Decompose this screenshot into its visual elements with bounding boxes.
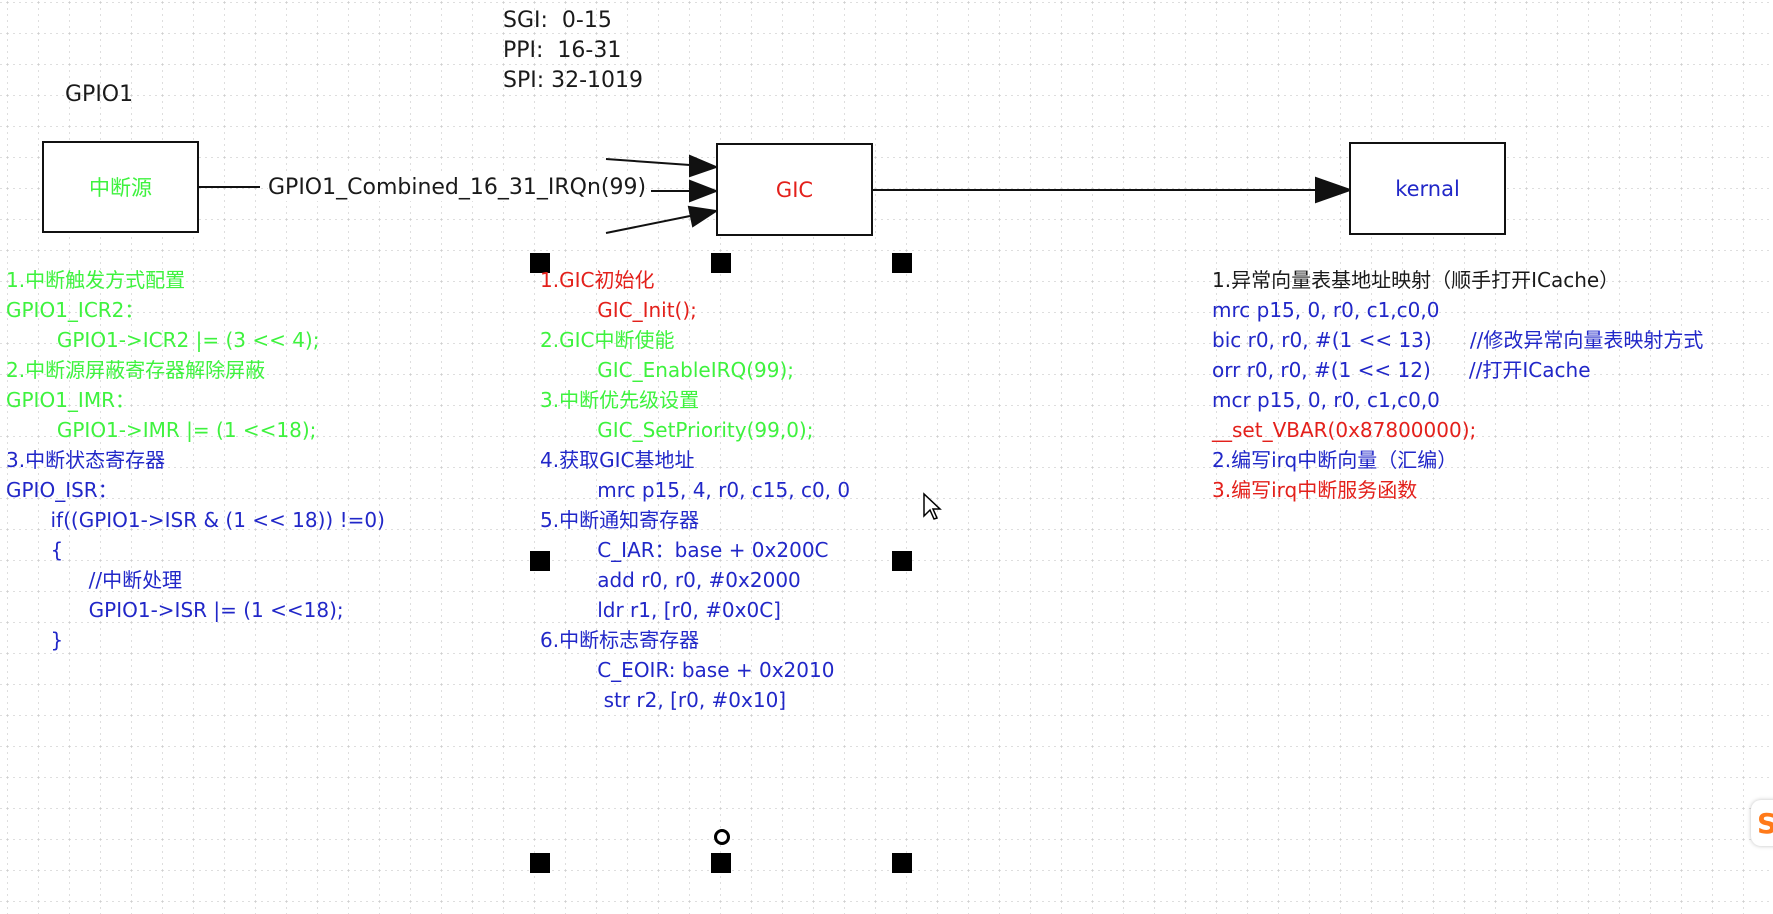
kernel-box[interactable]: kernal bbox=[1349, 142, 1506, 235]
left-notes: 1.中断触发方式配置 GPIO1_ICR2： GPIO1->ICR2 |= (3 … bbox=[6, 265, 385, 655]
interrupt-source-label: 中断源 bbox=[89, 176, 152, 200]
right-note-line: bic r0, r0, #(1 << 13) //修改异常向量表映射方式 bbox=[1212, 328, 1704, 352]
left-note-line: GPIO_ISR： bbox=[6, 478, 118, 502]
selection-handle[interactable] bbox=[892, 551, 912, 571]
middle-note-line: mrc p15, 4, r0, c15, c0, 0 bbox=[540, 478, 851, 502]
middle-note-line: 4.获取GIC基地址 bbox=[540, 448, 695, 472]
irq-range-sgi: SGI: 0-15 bbox=[503, 8, 612, 33]
arrowhead bbox=[1315, 176, 1354, 204]
left-note-line: if((GPIO1->ISR & (1 << 18)) !=0) bbox=[6, 508, 385, 532]
selection-handle[interactable] bbox=[530, 853, 550, 873]
middle-note-line: ldr r1, [r0, #0x0C] bbox=[540, 598, 781, 622]
app-badge-icon: S bbox=[1751, 800, 1773, 846]
irq-line-label: GPIO1_Combined_16_31_IRQn(99) bbox=[268, 175, 647, 201]
kernel-label: kernal bbox=[1395, 176, 1460, 201]
left-note-line: 1.中断触发方式配置 bbox=[6, 268, 186, 292]
arrowhead bbox=[689, 179, 719, 203]
left-note-line: GPIO1_IMR： bbox=[6, 388, 135, 412]
right-note-line: mrc p15, 0, r0, c1,c0,0 bbox=[1212, 298, 1440, 322]
selection-handle[interactable] bbox=[530, 551, 550, 571]
right-note-line: 1.异常向量表基地址映射（顺手打开ICache） bbox=[1212, 268, 1620, 292]
gpio-label: GPIO1 bbox=[65, 82, 134, 107]
arrowhead bbox=[689, 154, 719, 178]
gic-box[interactable]: GIC bbox=[716, 143, 873, 236]
left-note-line: 3.中断状态寄存器 bbox=[6, 448, 166, 472]
right-note-line: mcr p15, 0, r0, c1,c0,0 bbox=[1212, 388, 1440, 412]
selection-handle[interactable] bbox=[892, 253, 912, 273]
left-note-line: GPIO1->IMR |= (1 <<18); bbox=[6, 418, 317, 442]
left-note-line: GPIO1_ICR2： bbox=[6, 298, 145, 322]
middle-note-line: 5.中断通知寄存器 bbox=[540, 508, 700, 532]
middle-note-line: C_IAR：base + 0x200C bbox=[540, 538, 829, 562]
left-note-line: GPIO1->ISR |= (1 <<18); bbox=[6, 598, 344, 622]
right-note-line: 3.编写irq中断服务函数 bbox=[1212, 478, 1418, 502]
middle-note-line: GIC_SetPriority(99,0); bbox=[540, 418, 814, 442]
left-note-line: 2.中断源屏蔽寄存器解除屏蔽 bbox=[6, 358, 266, 382]
right-notes: 1.异常向量表基地址映射（顺手打开ICache） mrc p15, 0, r0, … bbox=[1212, 265, 1703, 505]
middle-notes: 1.GIC初始化 GIC_Init(); 2.GIC中断使能 GIC_Enable… bbox=[540, 265, 850, 715]
right-note-line: 2.编写irq中断向量（汇编） bbox=[1212, 448, 1458, 472]
middle-note-line: 1.GIC初始化 bbox=[540, 268, 655, 292]
input-arrow-3 bbox=[605, 215, 691, 234]
selection-handle[interactable] bbox=[711, 853, 731, 873]
middle-note-line: str r2, [r0, #0x10] bbox=[540, 688, 787, 712]
right-note-line: orr r0, r0, #(1 << 12) //打开ICache bbox=[1212, 358, 1591, 382]
selection-handle[interactable] bbox=[530, 253, 550, 273]
selection-handle[interactable] bbox=[711, 253, 731, 273]
middle-note-line: 3.中断优先级设置 bbox=[540, 388, 700, 412]
middle-note-line: C_EOIR: base + 0x2010 bbox=[540, 658, 835, 682]
interrupt-source-box[interactable]: 中断源 bbox=[42, 141, 199, 233]
input-arrow-1 bbox=[605, 158, 691, 166]
left-note-line: } bbox=[6, 628, 64, 652]
middle-note-line: GIC_Init(); bbox=[540, 298, 697, 322]
selection-handle[interactable] bbox=[892, 853, 912, 873]
middle-note-line: 2.GIC中断使能 bbox=[540, 328, 675, 352]
left-note-line: { bbox=[6, 538, 64, 562]
irq-range-spi: SPI: 32-1019 bbox=[503, 68, 644, 93]
right-note-line: __set_VBAR(0x87800000); bbox=[1212, 418, 1477, 442]
left-note-line: GPIO1->ICR2 |= (3 << 4); bbox=[6, 328, 320, 352]
middle-note-line: GIC_EnableIRQ(99); bbox=[540, 358, 795, 382]
left-note-line: //中断处理 bbox=[6, 568, 183, 592]
rotate-handle[interactable] bbox=[714, 829, 730, 845]
mouse-cursor-icon bbox=[923, 492, 942, 520]
irq-range-ppi: PPI: 16-31 bbox=[503, 38, 622, 63]
middle-note-line: 6.中断标志寄存器 bbox=[540, 628, 700, 652]
gic-label: GIC bbox=[775, 177, 814, 202]
middle-note-line: add r0, r0, #0x2000 bbox=[540, 568, 801, 592]
arrowhead bbox=[687, 205, 719, 228]
connectors bbox=[198, 154, 1354, 234]
